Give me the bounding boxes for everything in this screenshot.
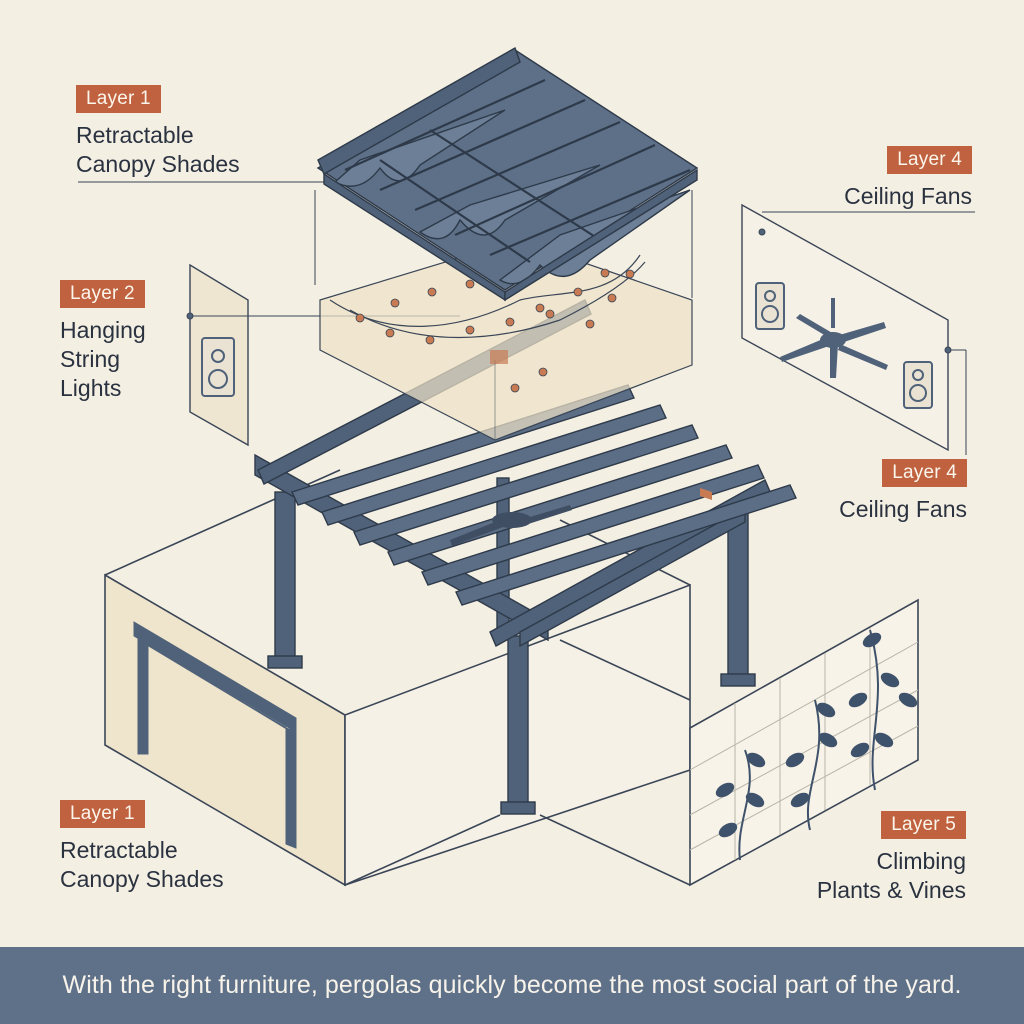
callout-text: Ceiling Fans (844, 182, 972, 211)
layer-badge: Layer 1 (60, 800, 145, 828)
callout-text: Retractable Canopy Shades (60, 836, 224, 894)
pergola-ceiling-fan (450, 505, 572, 546)
callout-line: Plants & Vines (816, 877, 966, 903)
layer-badge: Layer 5 (881, 811, 966, 839)
layer-badge: Layer 1 (76, 85, 161, 113)
string-lights-volume (319, 239, 712, 500)
callout-line: Canopy Shades (76, 151, 240, 177)
callout-line: String (60, 346, 121, 372)
callout-layer4-top: Layer 4 Ceiling Fans (844, 146, 972, 211)
canopy-shades (316, 46, 699, 302)
callout-layer1-bottom: Layer 1 Retractable Canopy Shades (60, 800, 224, 894)
callout-layer1-top: Layer 1 Retractable Canopy Shades (76, 85, 240, 179)
trellis-panel (689, 598, 919, 887)
callout-layer4-mid: Layer 4 Ceiling Fans (839, 459, 967, 524)
callout-line: Lights (60, 375, 122, 401)
callout-layer5: Layer 5 Climbing Plants & Vines (817, 811, 966, 905)
callout-text: Climbing Plants & Vines (817, 847, 966, 905)
callout-line: Retractable (76, 122, 194, 148)
callout-line: Hanging (60, 317, 146, 343)
fan-panel-right (741, 203, 949, 452)
callout-line: Ceiling Fans (839, 496, 967, 522)
callout-line: Retractable (60, 837, 178, 863)
layer-badge: Layer 4 (882, 459, 967, 487)
callout-line: Climbing (876, 848, 966, 874)
callout-text: Retractable Canopy Shades (76, 121, 240, 179)
callout-line: Ceiling Fans (844, 183, 972, 209)
retractable-awning (133, 621, 297, 849)
callout-line: Canopy Shades (60, 866, 224, 892)
callout-text: Ceiling Fans (839, 495, 967, 524)
caption-bar: With the right furniture, pergolas quick… (0, 947, 1024, 1024)
caption-text: With the right furniture, pergolas quick… (62, 971, 962, 999)
callout-text: Hanging String Lights (60, 316, 146, 403)
callout-layer2: Layer 2 Hanging String Lights (60, 280, 146, 403)
layer-badge: Layer 2 (60, 280, 145, 308)
layer-badge: Layer 4 (887, 146, 972, 174)
speaker-panel-left (189, 263, 249, 447)
